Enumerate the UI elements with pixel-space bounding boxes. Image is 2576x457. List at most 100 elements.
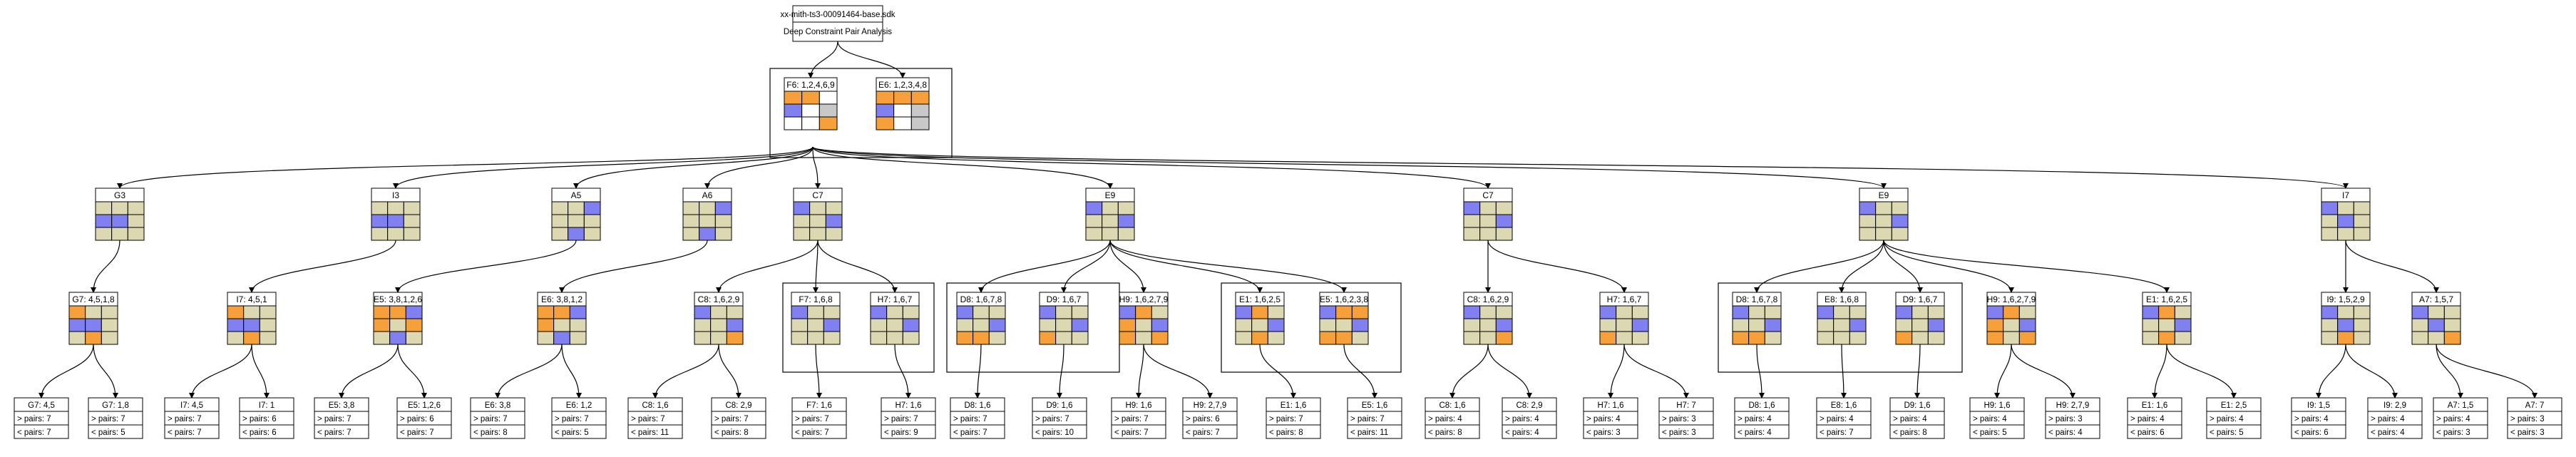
candidate-cell xyxy=(1135,305,1152,319)
candidate-cell xyxy=(1071,331,1089,345)
candidate-cell xyxy=(1732,318,1750,332)
candidate-cell xyxy=(726,318,744,332)
candidate-cell xyxy=(1151,331,1169,345)
candidate-cell xyxy=(389,305,406,319)
candidate-cell xyxy=(1463,305,1481,319)
candidate-cell xyxy=(893,116,912,130)
header-node: xx-mith-ts3-00091464-base.sdk Deep Const… xyxy=(780,5,896,42)
leaf-gt-pairs: > pairs: 7 xyxy=(91,415,125,423)
node-label: H7: 1,6,7 xyxy=(878,294,913,304)
candidate-cell xyxy=(1102,214,1119,228)
grid-node-e9a: E9 xyxy=(1085,188,1135,241)
candidate-cell xyxy=(1599,318,1617,332)
leaf-gt-pairs: > pairs: 4 xyxy=(1505,415,1539,423)
candidate-cell xyxy=(809,227,826,241)
leaf-node-l21: H7: 1,6> pairs: 4< pairs: 3 xyxy=(1583,397,1638,439)
node-label: E6: 1,2,3,4,8 xyxy=(878,80,927,90)
candidate-cell xyxy=(1891,201,1909,215)
header-subtitle: Deep Constraint Pair Analysis xyxy=(784,28,892,36)
node-label: F7: 1,6,8 xyxy=(799,294,833,304)
leaf-lt-pairs: < pairs: 5 xyxy=(1973,428,2007,437)
node-label: H7: 1,6,7 xyxy=(1607,294,1642,304)
node-label: D8: 1,6,7,8 xyxy=(960,294,1002,304)
candidate-cell xyxy=(553,318,570,332)
candidate-cell xyxy=(2018,305,2036,319)
leaf-lt-pairs: < pairs: 10 xyxy=(1035,428,1074,437)
candidate-cell xyxy=(956,318,974,332)
leaf-node-l2: G7: 1,8> pairs: 7< pairs: 5 xyxy=(88,397,143,439)
leaf-title: E1: 2,5 xyxy=(2221,401,2247,410)
grid-node-h9: H9: 1,6,2,7,9 xyxy=(1119,292,1169,345)
candidate-cell xyxy=(403,214,421,228)
leaf-lt-pairs: < pairs: 11 xyxy=(631,428,669,437)
candidate-cell xyxy=(111,227,128,241)
candidate-cell xyxy=(403,201,421,215)
leaf-title: E5: 1,2,6 xyxy=(408,401,441,410)
candidate-cell xyxy=(403,227,421,241)
node-label: E5: 3,8,1,2,6 xyxy=(374,294,422,304)
grid-node-d8: D8: 1,6,7,8 xyxy=(956,292,1006,345)
grid-node-r2: E6: 1,2,3,4,8 xyxy=(876,77,930,130)
candidate-cell xyxy=(1817,318,1834,332)
node-label: D8: 1,6,7,8 xyxy=(1736,294,1778,304)
edge-h7-l12 xyxy=(894,344,911,399)
candidate-cell xyxy=(988,305,1006,319)
edge-e5-l6 xyxy=(397,344,427,399)
candidate-cell xyxy=(2353,331,2371,345)
candidate-cell xyxy=(1912,318,1929,332)
candidate-cell xyxy=(405,331,423,345)
candidate-cell xyxy=(1859,201,1877,215)
candidate-cell xyxy=(2337,227,2354,241)
candidate-cell xyxy=(1986,305,2004,319)
leaf-node-l18: E5: 1,6> pairs: 7< pairs: 11 xyxy=(1347,397,1402,439)
candidate-cell xyxy=(1267,331,1285,345)
leaf-node-l27: H9: 2,7,9> pairs: 3< pairs: 4 xyxy=(2045,397,2100,439)
candidate-cell xyxy=(1748,318,1765,332)
edge-c8-l10 xyxy=(718,344,742,399)
edge-e8-l24 xyxy=(1840,344,1847,399)
candidate-cell xyxy=(2353,227,2371,241)
leaf-node-l20: C8: 2,9> pairs: 4< pairs: 4 xyxy=(1502,397,1557,439)
leaf-title: H7: 1,6 xyxy=(1597,401,1623,410)
grid-node-d8b: D8: 1,6,7,8 xyxy=(1732,292,1782,345)
leaf-node-l23: D8: 1,6> pairs: 4< pairs: 4 xyxy=(1734,397,1790,439)
candidate-cell xyxy=(1463,227,1481,241)
leaf-lt-pairs: < pairs: 4 xyxy=(2048,428,2083,437)
leaf-lt-pairs: < pairs: 5 xyxy=(555,428,589,437)
candidate-cell xyxy=(111,201,128,215)
leaf-lt-pairs: < pairs: 7 xyxy=(953,428,987,437)
candidate-cell xyxy=(807,318,824,332)
leaf-title: D8: 1,6 xyxy=(964,401,990,410)
candidate-cell xyxy=(1764,318,1782,332)
candidate-cell xyxy=(259,331,277,345)
candidate-cell xyxy=(988,331,1006,345)
grid-node-d9: D9: 1,6,7 xyxy=(1039,292,1089,345)
candidate-cell xyxy=(1732,305,1750,319)
leaf-lt-pairs: < pairs: 7 xyxy=(17,428,51,437)
candidate-cell xyxy=(553,305,570,319)
candidate-cell xyxy=(568,201,585,215)
candidate-cell xyxy=(819,116,838,130)
leaf-lt-pairs: < pairs: 5 xyxy=(2210,428,2244,437)
grid-node-i7a: I7: 4,5,1 xyxy=(227,292,277,345)
candidate-cell xyxy=(2321,331,2339,345)
candidate-cell xyxy=(95,227,113,241)
candidate-cell xyxy=(127,201,145,215)
candidate-cell xyxy=(1927,305,1945,319)
edge-e9a-e1 xyxy=(1109,240,1263,293)
edge-e9a-d8 xyxy=(978,240,1111,293)
node-label: E8: 1,6,8 xyxy=(1825,294,1859,304)
candidate-cell xyxy=(1764,305,1782,319)
candidate-cell xyxy=(1764,331,1782,345)
leaf-lt-pairs: < pairs: 4 xyxy=(1738,428,1772,437)
header-file: xx-mith-ts3-00091464-base.sdk xyxy=(780,11,895,19)
edge-a6-e6 xyxy=(559,240,708,293)
leaf-title: H7: 1,6 xyxy=(895,401,921,410)
leaf-title: I9: 1,5 xyxy=(2307,401,2330,410)
candidate-cell xyxy=(101,331,118,345)
candidate-cell xyxy=(2174,331,2192,345)
candidate-cell xyxy=(1895,305,1913,319)
candidate-cell xyxy=(910,103,930,118)
candidate-cell xyxy=(1335,318,1353,332)
candidate-cell xyxy=(371,201,389,215)
